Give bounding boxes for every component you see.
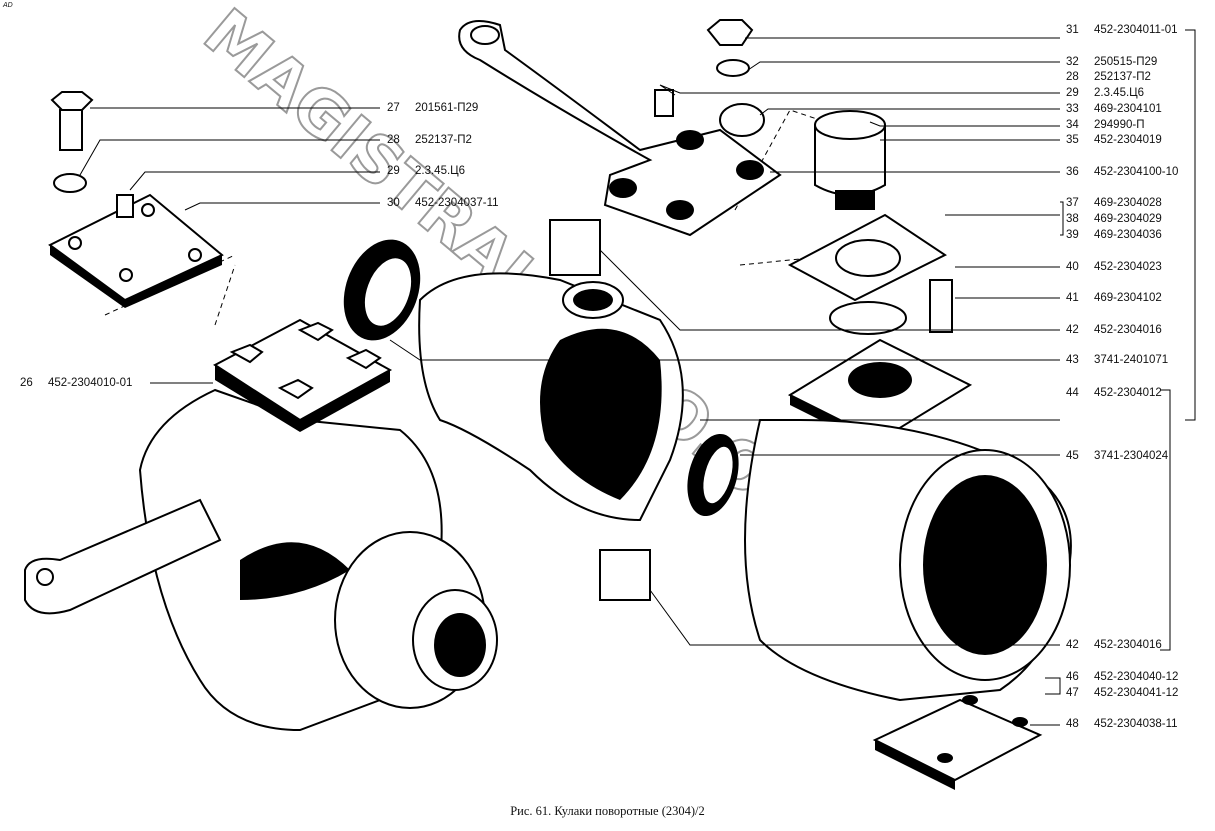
steering-arm-part xyxy=(458,20,782,237)
pin-part xyxy=(929,279,953,333)
bolt-part xyxy=(50,91,94,151)
washer-part xyxy=(53,173,87,193)
cover-plate-part xyxy=(48,193,224,308)
grease-fitting-part xyxy=(654,89,674,117)
figure-caption: Рис. 61. Кулаки поворотные (2304)/2 xyxy=(510,804,705,818)
steering-knuckle-left-part xyxy=(24,318,498,732)
bushing-upper-part xyxy=(549,219,601,276)
nut-part xyxy=(706,19,754,46)
axle-housing-part xyxy=(418,272,684,522)
kingpin-cap-part xyxy=(814,110,886,210)
gasket-part xyxy=(787,213,947,335)
cone-bushing-part xyxy=(719,103,765,137)
ring-part xyxy=(687,433,739,517)
oil-seal-part xyxy=(343,239,421,341)
steering-knuckle-right-part xyxy=(744,338,1072,790)
bushing-lower-part xyxy=(599,549,651,601)
washer-part-32 xyxy=(716,59,750,77)
corner-mark: AD xyxy=(3,2,13,9)
